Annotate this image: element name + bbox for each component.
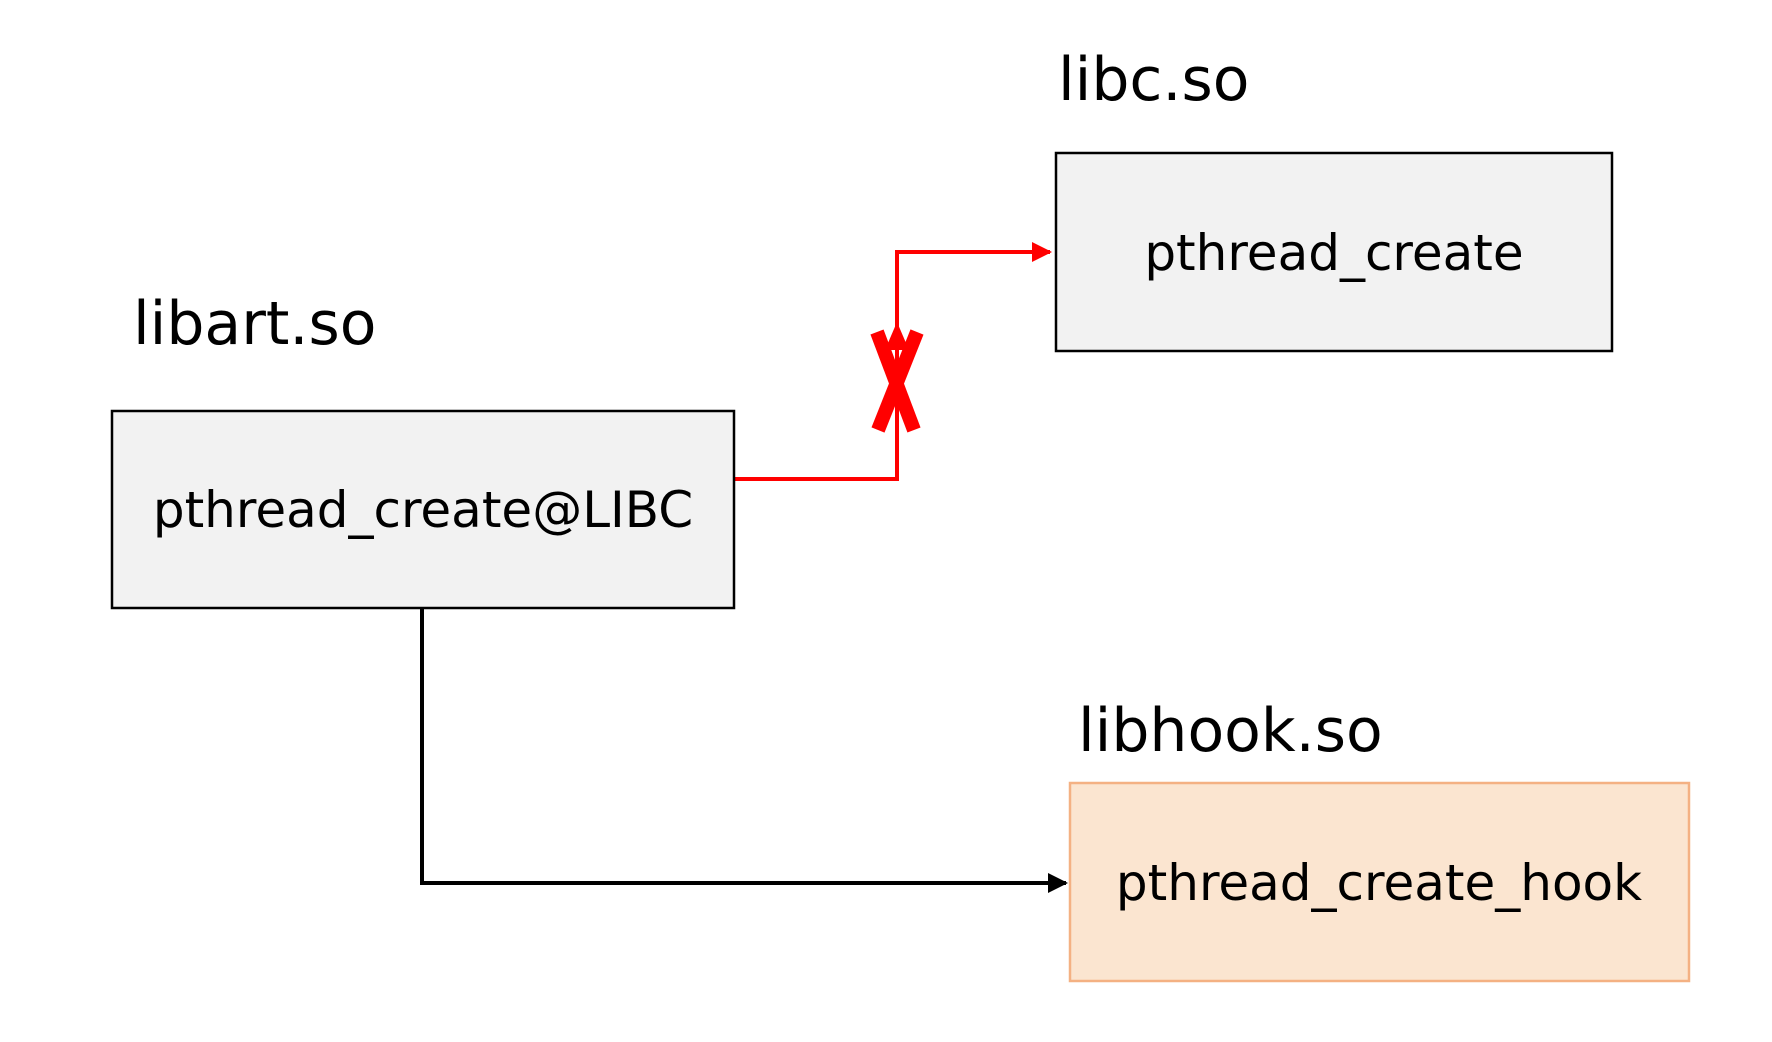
libc-symbol-box[interactable] — [1054, 151, 1614, 353]
libart-label: libart.so — [133, 289, 376, 359]
libhook-label: libhook.so — [1078, 696, 1383, 766]
libhook-symbol-label: pthread_create_hook — [1116, 854, 1642, 912]
blocked-x-mark — [870, 329, 924, 433]
libc-label: libc.so — [1058, 45, 1249, 115]
libart-symbol-label: pthread_create@LIBC — [153, 481, 693, 539]
libc-module: libc.so pthread_create — [1054, 45, 1614, 353]
hook-link-arrow — [420, 608, 1068, 893]
libc-symbol-label: pthread_create — [1144, 224, 1523, 282]
blocked-link-upward-arrowhead — [885, 322, 909, 350]
libhook-module: libhook.so pthread_create_hook — [1068, 696, 1691, 983]
libart-module: libart.so pthread_create@LIBC — [110, 289, 736, 610]
libhook-symbol-box[interactable] — [1068, 781, 1691, 983]
libart-symbol-box[interactable] — [110, 409, 736, 610]
